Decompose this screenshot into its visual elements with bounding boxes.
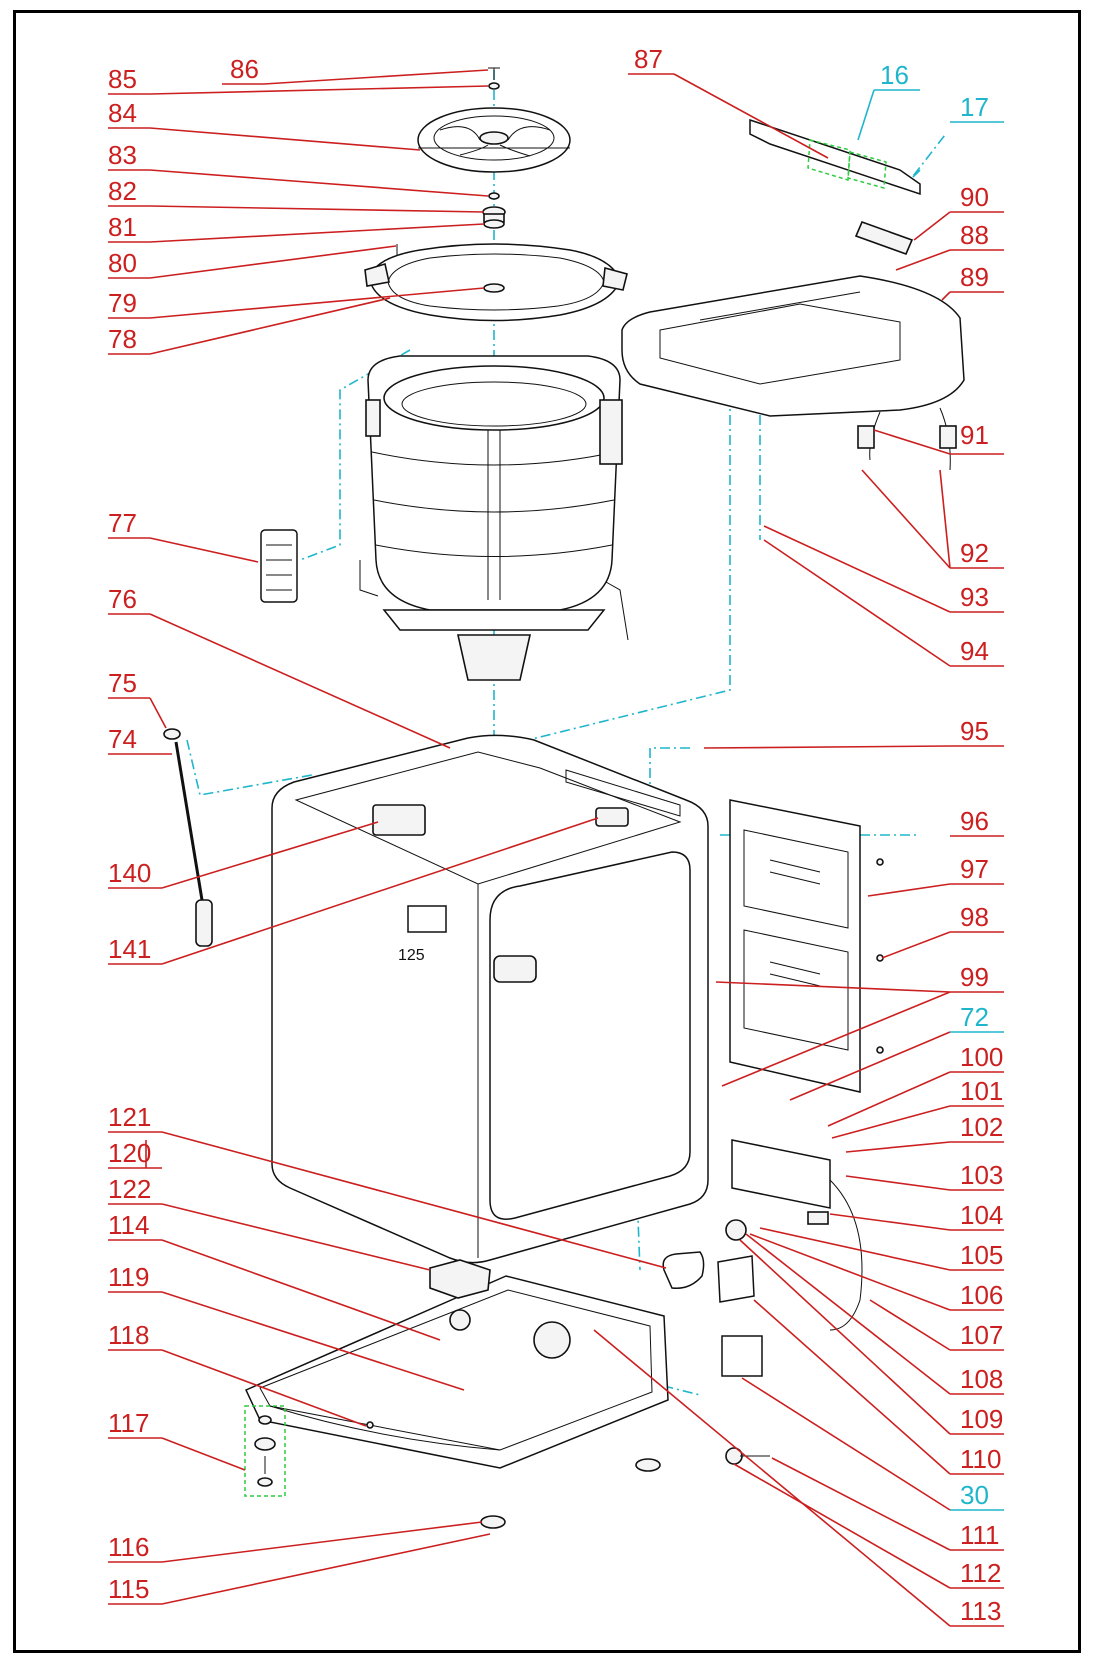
label-90: 90: [960, 182, 989, 212]
label-82: 82: [108, 176, 137, 206]
label-141: 141: [108, 934, 151, 964]
label-99: 99: [960, 962, 989, 992]
label-86: 86: [230, 54, 259, 84]
label-81: 81: [108, 212, 137, 242]
label-115: 115: [108, 1574, 149, 1604]
label-74: 74: [108, 724, 137, 754]
balance-ring-shape: [364, 243, 628, 322]
label-111: 111: [960, 1520, 1000, 1550]
label-109: 109: [960, 1404, 1003, 1434]
label-77: 77: [108, 508, 137, 538]
label-106: 106: [960, 1280, 1003, 1310]
label-85: 85: [108, 64, 137, 94]
screw-86-shape: [488, 67, 500, 90]
label-93: 93: [960, 582, 989, 612]
label-121: 121: [108, 1102, 151, 1132]
label-17: 17: [960, 92, 989, 122]
label-98: 98: [960, 902, 989, 932]
label-107: 107: [960, 1320, 1003, 1350]
label-118: 118: [108, 1320, 149, 1350]
label-88: 88: [960, 220, 989, 250]
label-114: 114: [108, 1210, 149, 1240]
label-96: 96: [960, 806, 989, 836]
label-104: 104: [960, 1200, 1003, 1230]
label-112: 112: [960, 1558, 1001, 1588]
label-97: 97: [960, 854, 989, 884]
label-80: 80: [108, 248, 137, 278]
diagram-frame: [13, 10, 1081, 1653]
label-95: 95: [960, 716, 989, 746]
label-116: 116: [108, 1532, 149, 1562]
label-30: 30: [960, 1480, 989, 1510]
suspension-rod-shape: [163, 728, 213, 947]
back-panel-shape: [729, 799, 884, 1093]
cabinet-text-125: 125: [398, 947, 425, 964]
label-140: 140: [108, 858, 151, 888]
label-75: 75: [108, 668, 137, 698]
label-101: 101: [960, 1076, 1003, 1106]
label-78: 78: [108, 324, 137, 354]
label-122: 122: [108, 1174, 151, 1204]
cabinet-shape: 125: [271, 734, 709, 1264]
callouts: 85 86 84 83 82 81 80 79 78 77 76 75: [108, 44, 1004, 1627]
label-72: 72: [960, 1002, 989, 1032]
label-102: 102: [960, 1112, 1003, 1142]
base-shape: [244, 1259, 669, 1529]
label-103: 103: [960, 1160, 1003, 1190]
pulsator-84-shape: [417, 107, 571, 173]
label-113: 113: [960, 1596, 1001, 1626]
power-cord-shape: [662, 1139, 863, 1465]
control-panel-shape: [621, 118, 965, 471]
label-79: 79: [108, 288, 137, 318]
label-87: 87: [634, 44, 663, 74]
label-110: 110: [960, 1444, 1001, 1474]
label-117: 117: [108, 1408, 149, 1438]
label-105: 105: [960, 1240, 1003, 1270]
label-16: 16: [880, 60, 909, 90]
label-119: 119: [108, 1262, 149, 1292]
label-100: 100: [960, 1042, 1003, 1072]
label-94: 94: [960, 636, 989, 666]
label-83: 83: [108, 140, 137, 170]
label-84: 84: [108, 98, 137, 128]
label-120: 120: [108, 1138, 151, 1168]
label-92: 92: [960, 538, 989, 568]
tub-shape: [359, 355, 629, 681]
foot-group-shape: [244, 1405, 286, 1497]
label-76: 76: [108, 584, 137, 614]
label-89: 89: [960, 262, 989, 292]
lint-filter-shape: [260, 529, 298, 603]
label-91: 91: [960, 420, 989, 450]
label-108: 108: [960, 1364, 1003, 1394]
hub-parts-shape: [482, 192, 506, 229]
